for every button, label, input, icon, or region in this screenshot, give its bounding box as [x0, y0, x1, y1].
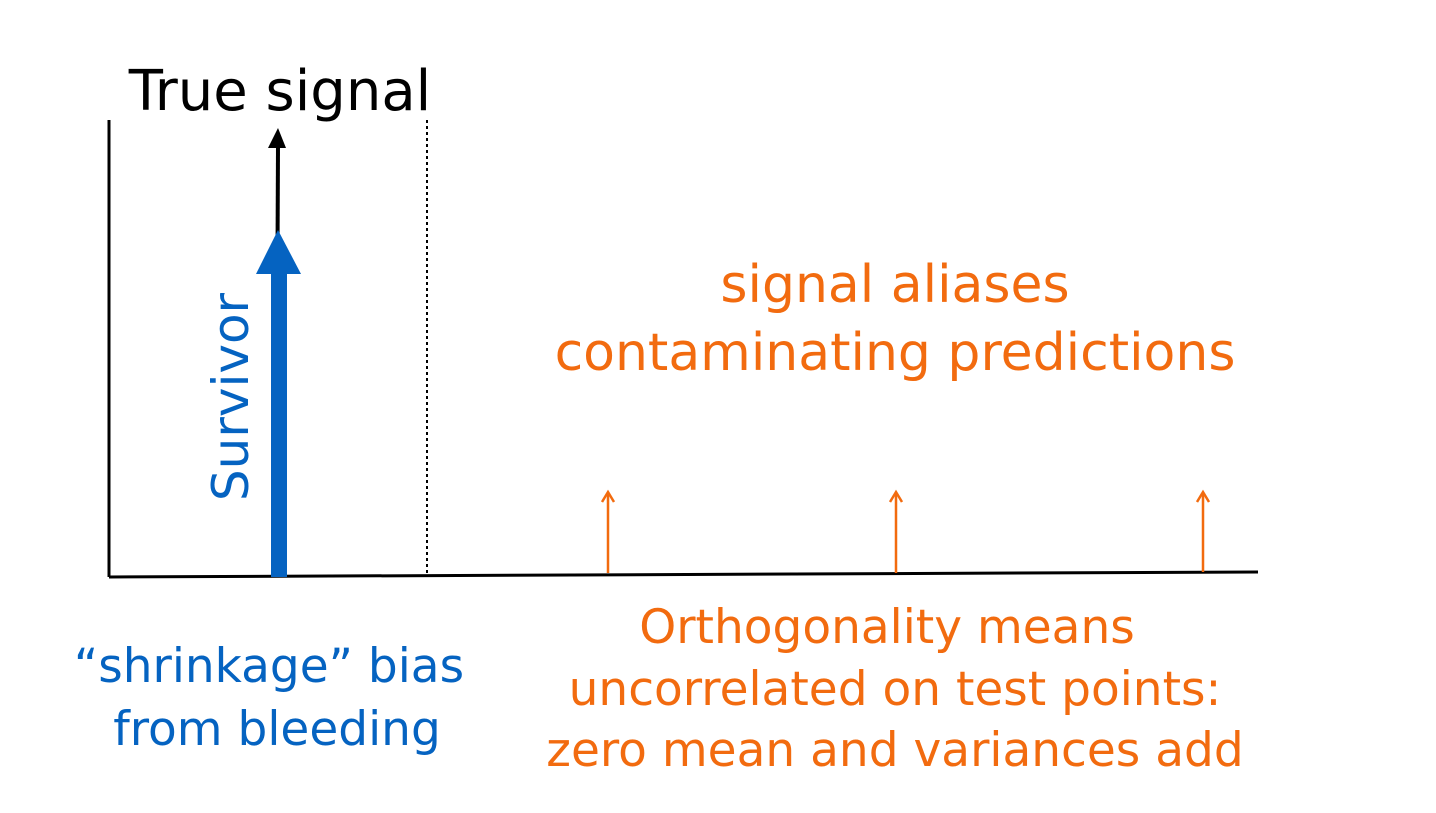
alias-arrow	[1195, 489, 1211, 572]
survivor-arrow	[256, 230, 301, 577]
x-axis	[108, 570, 1259, 579]
alias-arrow	[888, 489, 904, 573]
orthogonality-label-line1: Orthogonality means	[639, 600, 1135, 655]
true-signal-label: True signal	[128, 59, 431, 124]
alias-arrow	[600, 489, 616, 573]
aliases-label-line1: signal aliases	[720, 255, 1069, 315]
aliases-label-line2: contaminating predictions	[555, 323, 1236, 383]
orthogonality-label-line2: uncorrelated on test points:	[569, 662, 1222, 717]
survivor-label: Survivor	[202, 292, 260, 501]
shrinkage-label-line2: from bleeding	[113, 702, 441, 757]
shrinkage-label-line1: “shrinkage” bias	[74, 639, 464, 694]
orthogonality-label-line3: zero mean and variances add	[546, 723, 1243, 778]
